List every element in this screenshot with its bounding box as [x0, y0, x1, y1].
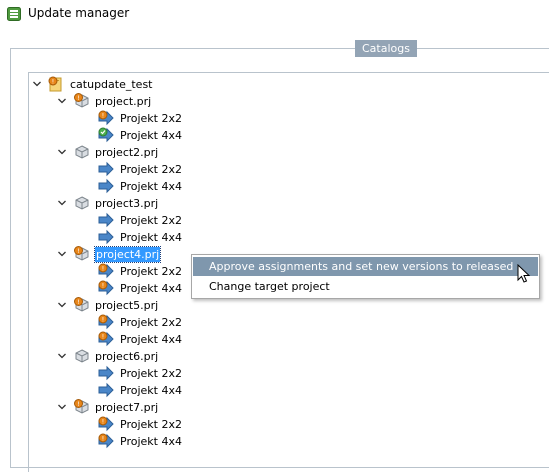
svg-text:!: !: [77, 299, 79, 306]
arrow-right-icon: [98, 212, 114, 228]
project-warning-icon: !: [74, 93, 90, 109]
menu-item-change-target-project[interactable]: Change target project: [193, 277, 538, 296]
svg-text:!: !: [77, 401, 79, 408]
chevron-down-icon[interactable]: [57, 198, 67, 208]
tree-node-project[interactable]: ! project7.prj: [0, 399, 549, 416]
tree-node-item[interactable]: ! Projekt 2x2: [0, 110, 549, 127]
chevron-down-icon[interactable]: [32, 79, 42, 89]
tree-node-label: Projekt 4x4: [120, 333, 182, 346]
svg-text:!: !: [102, 419, 104, 426]
project-warning-icon: !: [74, 297, 90, 313]
menu-item-label: Change target project: [209, 280, 330, 293]
tree-node-label: Projekt 2x2: [120, 265, 182, 278]
tree-node-item[interactable]: ! Projekt 2x2: [0, 263, 549, 280]
tree-node-item[interactable]: ! Projekt 2x2: [0, 314, 549, 331]
tree-node-project[interactable]: ! project4.prj: [0, 246, 549, 263]
tree-node-label: project7.prj: [95, 401, 159, 414]
check-arrow-icon: [98, 127, 114, 143]
tree-node-label: catupdate_test: [70, 78, 153, 91]
svg-text:!: !: [102, 266, 104, 273]
arrow-right-icon: [98, 178, 114, 194]
warning-arrow-icon: !: [98, 416, 114, 432]
project-warning-icon: !: [74, 399, 90, 415]
project-gray-icon: [74, 348, 90, 364]
title-bar: Update manager: [0, 0, 549, 28]
window-title: Update manager: [28, 6, 130, 20]
tree-node-label: Projekt 4x4: [120, 231, 182, 244]
tree-node-label: Projekt 2x2: [120, 214, 182, 227]
tree-node-item[interactable]: ! Projekt 4x4: [0, 331, 549, 348]
tree-node-label: Projekt 4x4: [120, 180, 182, 193]
tree-node-label: Projekt 4x4: [120, 129, 182, 142]
menu-item-approve-assignments[interactable]: Approve assignments and set new versions…: [193, 257, 538, 276]
tree-node-label: Projekt 2x2: [120, 367, 182, 380]
tree-node-label: project5.prj: [95, 299, 159, 312]
tree-node-item[interactable]: Projekt 4x4: [0, 178, 549, 195]
tree-node-project[interactable]: project3.prj: [0, 195, 549, 212]
context-menu: Approve assignments and set new versions…: [191, 254, 540, 299]
tree-node-label: Projekt 2x2: [120, 316, 182, 329]
chevron-down-icon[interactable]: [57, 300, 67, 310]
catalogs-label: Catalogs: [355, 40, 417, 57]
tree-node-label: project6.prj: [95, 350, 159, 363]
tree-node-label: project.prj: [95, 95, 152, 108]
chevron-down-icon[interactable]: [57, 96, 67, 106]
chevron-down-icon[interactable]: [57, 402, 67, 412]
project-gray-icon: [74, 195, 90, 211]
tree-node-label: Projekt 2x2: [120, 418, 182, 431]
mouse-cursor-icon: [517, 263, 531, 284]
warning-arrow-icon: !: [98, 314, 114, 330]
warning-arrow-icon: !: [98, 331, 114, 347]
database-icon: [7, 7, 21, 21]
tree-node-label: Projekt 4x4: [120, 435, 182, 448]
tree-node-label: Projekt 2x2: [120, 112, 182, 125]
tree-node-project[interactable]: ! project.prj: [0, 93, 549, 110]
tree-node-item[interactable]: Projekt 4x4: [0, 382, 549, 399]
svg-text:!: !: [77, 95, 79, 102]
svg-text:!: !: [102, 113, 104, 120]
svg-text:!: !: [102, 436, 104, 443]
tree-node-label: project2.prj: [95, 146, 159, 159]
menu-item-label: Approve assignments and set new versions…: [209, 260, 514, 273]
project-warning-icon: !: [74, 246, 90, 262]
svg-text:!: !: [102, 317, 104, 324]
svg-text:!: !: [102, 283, 104, 290]
tree-node-label: project4.prj: [93, 246, 162, 263]
catalog-tree[interactable]: [28, 72, 549, 472]
tree-node-label: project3.prj: [95, 197, 159, 210]
tree-node-item[interactable]: Projekt 2x2: [0, 365, 549, 382]
project-gray-icon: [74, 144, 90, 160]
arrow-right-icon: [98, 382, 114, 398]
tree-node-label: Projekt 4x4: [120, 282, 182, 295]
chevron-down-icon[interactable]: [57, 351, 67, 361]
tree-node-label: Projekt 4x4: [120, 384, 182, 397]
svg-text:!: !: [52, 79, 54, 86]
warning-arrow-icon: !: [98, 280, 114, 296]
tree-node-item[interactable]: ! Projekt 4x4: [0, 433, 549, 450]
tree-node-item[interactable]: ! Projekt 2x2: [0, 416, 549, 433]
arrow-right-icon: [98, 229, 114, 245]
tree-node-item[interactable]: Projekt 4x4: [0, 127, 549, 144]
chevron-down-icon[interactable]: [57, 249, 67, 259]
chevron-down-icon[interactable]: [57, 147, 67, 157]
svg-text:!: !: [77, 248, 79, 255]
tree-node-project[interactable]: project2.prj: [0, 144, 549, 161]
tree-node-project[interactable]: project6.prj: [0, 348, 549, 365]
tree-node-label: Projekt 2x2: [120, 163, 182, 176]
tree-node-item[interactable]: Projekt 2x2: [0, 161, 549, 178]
arrow-right-icon: [98, 365, 114, 381]
tree-node-item[interactable]: Projekt 4x4: [0, 229, 549, 246]
warning-arrow-icon: !: [98, 433, 114, 449]
tree-node-item[interactable]: ! Projekt 4x4: [0, 280, 549, 297]
catalog-folder-icon: !: [48, 76, 64, 92]
tree-node-item[interactable]: Projekt 2x2: [0, 212, 549, 229]
svg-text:!: !: [102, 334, 104, 341]
arrow-right-icon: [98, 161, 114, 177]
warning-arrow-icon: !: [98, 110, 114, 126]
tree-node-root[interactable]: ! catupdate_test: [0, 76, 549, 93]
tree-node-project[interactable]: ! project5.prj: [0, 297, 549, 314]
warning-arrow-icon: !: [98, 263, 114, 279]
